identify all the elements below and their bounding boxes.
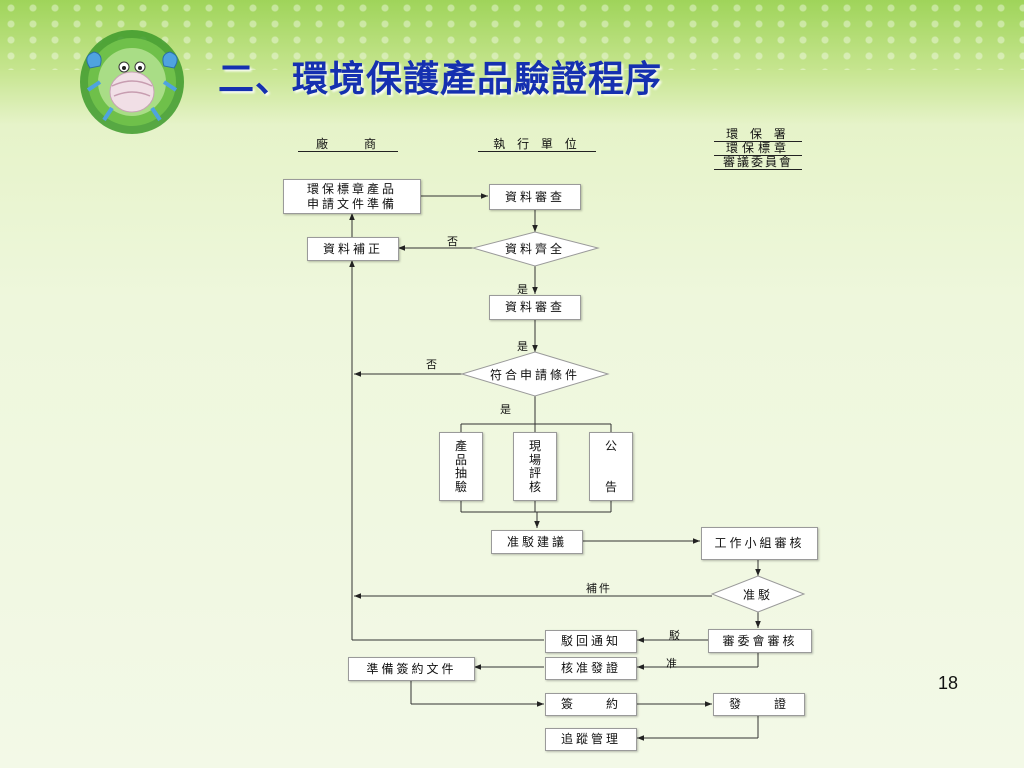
crab-mascot-logo: [80, 30, 184, 134]
node-reject-notice: 駁回通知: [545, 630, 637, 653]
edge-label-no-2: 否: [426, 358, 439, 371]
node-issue-cert: 發 證: [713, 693, 805, 716]
column-header-epa-line2: 環保標章: [714, 141, 802, 156]
node-doc-review-1: 資料審查: [489, 184, 581, 210]
diamond-doc-complete: [471, 231, 600, 267]
slide-title: 二、環境保護產品驗證程序: [218, 58, 663, 100]
diamond-meets-conditions: [460, 351, 610, 397]
node-apply-docs-line2: 申請文件準備: [306, 196, 397, 211]
node-recommendation: 准駁建議: [491, 530, 583, 554]
edge-label-yes-1: 是: [517, 283, 530, 296]
column-header-epa-line1: 環 保 署: [714, 127, 802, 142]
page-number: 18: [938, 673, 959, 693]
node-committee: 審委會審核: [708, 629, 812, 653]
edge-label-yes-3: 是: [500, 403, 513, 416]
node-doc-complete-label: 資料齊全: [504, 241, 565, 256]
node-working-group: 工作小組審核: [701, 527, 818, 560]
node-approve-reject-label: 准駁: [742, 587, 773, 602]
diamond-approve-reject: [710, 575, 806, 613]
node-sampling-text: 產 品 抽 驗: [454, 439, 467, 494]
edge-label-no-1: 否: [447, 235, 460, 248]
edge-label-supplement: 補件: [586, 582, 612, 595]
node-apply-docs-line1: 環保標章產品: [306, 181, 397, 196]
node-doc-supplement: 資料補正: [307, 237, 399, 261]
node-prepare-contract: 準備簽約文件: [348, 657, 475, 681]
node-meets-conditions-label: 符合申請條件: [489, 367, 580, 382]
node-sampling: 產 品 抽 驗: [439, 432, 483, 501]
column-header-manufacturer: 廠 商: [298, 137, 398, 152]
node-onsite: 現 場 評 核: [513, 432, 557, 501]
node-sign: 簽 約: [545, 693, 637, 716]
node-doc-review-2: 資料審查: [489, 295, 581, 320]
edge-label-reject: 駁: [669, 629, 682, 642]
node-announce-text: 公 告: [604, 439, 617, 494]
column-header-epa-line3: 審議委員會: [714, 155, 802, 170]
column-header-executing-unit: 執 行 單 位: [478, 137, 596, 152]
node-announce: 公 告: [589, 432, 633, 501]
node-approve-cert: 核准發證: [545, 657, 637, 680]
node-apply-docs: 環保標章產品 申請文件準備: [283, 179, 421, 214]
edge-label-yes-2: 是: [517, 340, 530, 353]
node-tracking: 追蹤管理: [545, 728, 637, 751]
edge-label-approve: 准: [666, 657, 679, 670]
node-onsite-text: 現 場 評 核: [528, 439, 541, 494]
